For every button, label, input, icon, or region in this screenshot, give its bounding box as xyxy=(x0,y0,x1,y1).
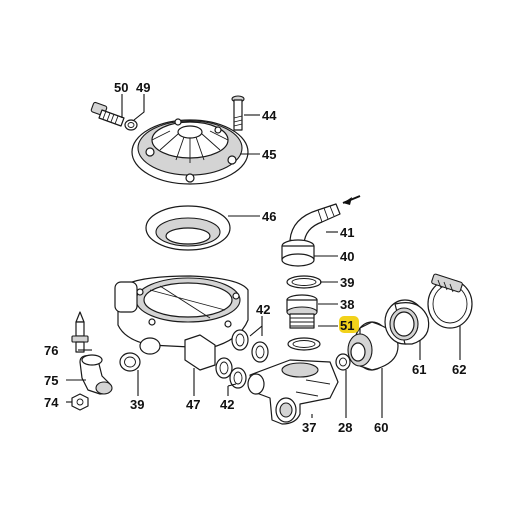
callout-50: 50 xyxy=(114,80,128,95)
part-75-elbow-body xyxy=(79,354,113,395)
callout-76: 76 xyxy=(44,343,58,358)
callout-46: 46 xyxy=(262,209,276,224)
callout-40: 40 xyxy=(340,249,354,264)
callout-49: 49 xyxy=(136,80,150,95)
callout-42-lower: 42 xyxy=(220,397,234,412)
callout-38: 38 xyxy=(340,297,354,312)
part-41-elbow xyxy=(289,195,361,245)
callout-labels: 50 49 44 45 46 41 40 39 38 42 51 76 75 7… xyxy=(44,80,466,435)
callout-28: 28 xyxy=(338,420,352,435)
part-40-nut xyxy=(281,239,315,267)
callout-44: 44 xyxy=(262,108,277,123)
callout-45: 45 xyxy=(262,147,276,162)
callout-75: 75 xyxy=(44,373,58,388)
callout-61: 61 xyxy=(412,362,426,377)
part-42-orings-lower xyxy=(215,357,247,389)
part-42-orings-upper xyxy=(231,329,269,363)
callout-37: 37 xyxy=(302,420,316,435)
part-38-adapter xyxy=(286,294,318,329)
callout-62: 62 xyxy=(452,362,466,377)
part-61-bowl xyxy=(384,299,430,345)
part-50-screw xyxy=(90,101,125,127)
highlight-51 xyxy=(339,316,359,333)
callout-39-upper: 39 xyxy=(340,275,354,290)
part-49-ring xyxy=(124,119,138,131)
leader-lines xyxy=(66,94,461,418)
part-60-cap xyxy=(347,321,399,371)
callout-47: 47 xyxy=(186,397,200,412)
part-74-nut xyxy=(71,393,89,411)
callout-39-lower: 39 xyxy=(130,397,144,412)
part-45-cover xyxy=(131,118,249,185)
callout-42-upper: 42 xyxy=(256,302,270,317)
part-62-clamp xyxy=(427,273,473,329)
part-39-ring-upper xyxy=(286,275,322,289)
part-39-ring-lower xyxy=(119,352,141,372)
callout-41: 41 xyxy=(340,225,354,240)
part-47-housing xyxy=(114,275,249,371)
part-28-ring xyxy=(335,353,351,371)
callout-51: 51 xyxy=(340,318,354,333)
part-46-diaphragm xyxy=(145,205,231,251)
part-76-nipple xyxy=(71,311,89,353)
callout-60: 60 xyxy=(374,420,388,435)
callout-74: 74 xyxy=(44,395,59,410)
part-37-manifold xyxy=(247,359,339,425)
part-44-bolt xyxy=(231,95,245,131)
part-51-ring xyxy=(287,337,321,351)
